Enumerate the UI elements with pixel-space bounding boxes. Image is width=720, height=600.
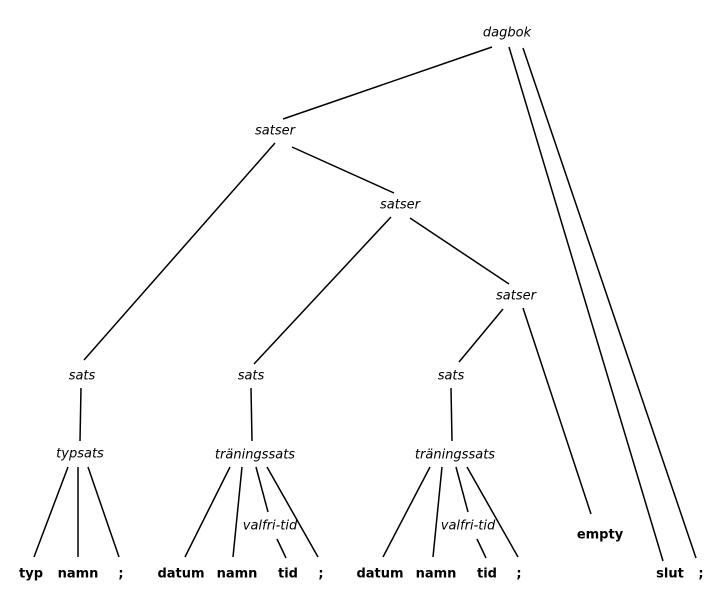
- node-sats-3: sats: [437, 368, 465, 384]
- node-valfri-tid-2: valfri-tid: [440, 518, 496, 534]
- edge-valfritid2-tid2: [476, 538, 487, 559]
- leaf-tid-1: tid: [278, 566, 298, 582]
- edge-typsats-typ: [33, 466, 69, 558]
- leaf-typ: typ: [19, 566, 43, 582]
- leaf-semicolon-2: ;: [318, 566, 324, 582]
- edge-sats2-traningssats1: [250, 387, 253, 442]
- edge-typsats-semicolon1: [87, 466, 120, 558]
- node-valfri-tid-1: valfri-tid: [242, 518, 298, 534]
- node-satser-2: satser: [380, 197, 420, 213]
- edge-traningssats1-namn2: [232, 466, 243, 558]
- node-dagbok: dagbok: [482, 25, 532, 41]
- node-traningssats-2: träningssats: [414, 447, 496, 463]
- leaf-empty: empty: [576, 527, 624, 543]
- node-typsats: typsats: [56, 446, 104, 462]
- leaf-namn-3: namn: [415, 566, 457, 582]
- edge-dagbok-satser1: [282, 46, 493, 120]
- leaf-semicolon-1: ;: [118, 566, 124, 582]
- node-satser-1: satser: [255, 123, 295, 139]
- leaf-semicolon-4: ;: [698, 566, 704, 582]
- node-traningssats-1: träningssats: [214, 447, 296, 463]
- edge-satser3-sats3: [458, 308, 504, 363]
- edge-satser1-satser2: [291, 146, 395, 194]
- edge-traningssats1-valfritid1: [255, 466, 269, 513]
- edge-satser2-sats2: [253, 216, 392, 365]
- edge-traningssats2-datum2: [382, 466, 431, 558]
- edge-dagbok-semicolon4: [522, 47, 697, 559]
- edge-satser1-sats1: [83, 142, 276, 361]
- edge-valfritid1-tid1: [276, 538, 287, 559]
- leaf-datum-1: datum: [157, 566, 205, 582]
- edge-sats1-typsats: [79, 387, 82, 442]
- leaf-namn-1: namn: [57, 566, 99, 582]
- leaf-slut: slut: [656, 566, 684, 582]
- edge-traningssats1-datum1: [184, 466, 231, 558]
- edge-sats3-traningssats2: [450, 387, 453, 442]
- leaf-tid-2: tid: [477, 566, 497, 582]
- node-sats-1: sats: [68, 368, 96, 384]
- edge-traningssats2-semicolon3: [466, 466, 519, 558]
- leaf-semicolon-3: ;: [516, 566, 522, 582]
- node-sats-2: sats: [237, 368, 265, 384]
- leaf-datum-2: datum: [356, 566, 404, 582]
- edge-traningssats2-namn3: [432, 466, 443, 558]
- edge-satser3-empty: [522, 307, 592, 515]
- edge-traningssats2-valfritid2: [455, 466, 469, 513]
- edge-traningssats1-semicolon2: [266, 466, 319, 558]
- node-satser-3: satser: [496, 288, 536, 304]
- edge-satser2-satser3: [409, 217, 510, 285]
- edge-dagbok-slut: [508, 46, 664, 562]
- leaf-namn-2: namn: [216, 566, 258, 582]
